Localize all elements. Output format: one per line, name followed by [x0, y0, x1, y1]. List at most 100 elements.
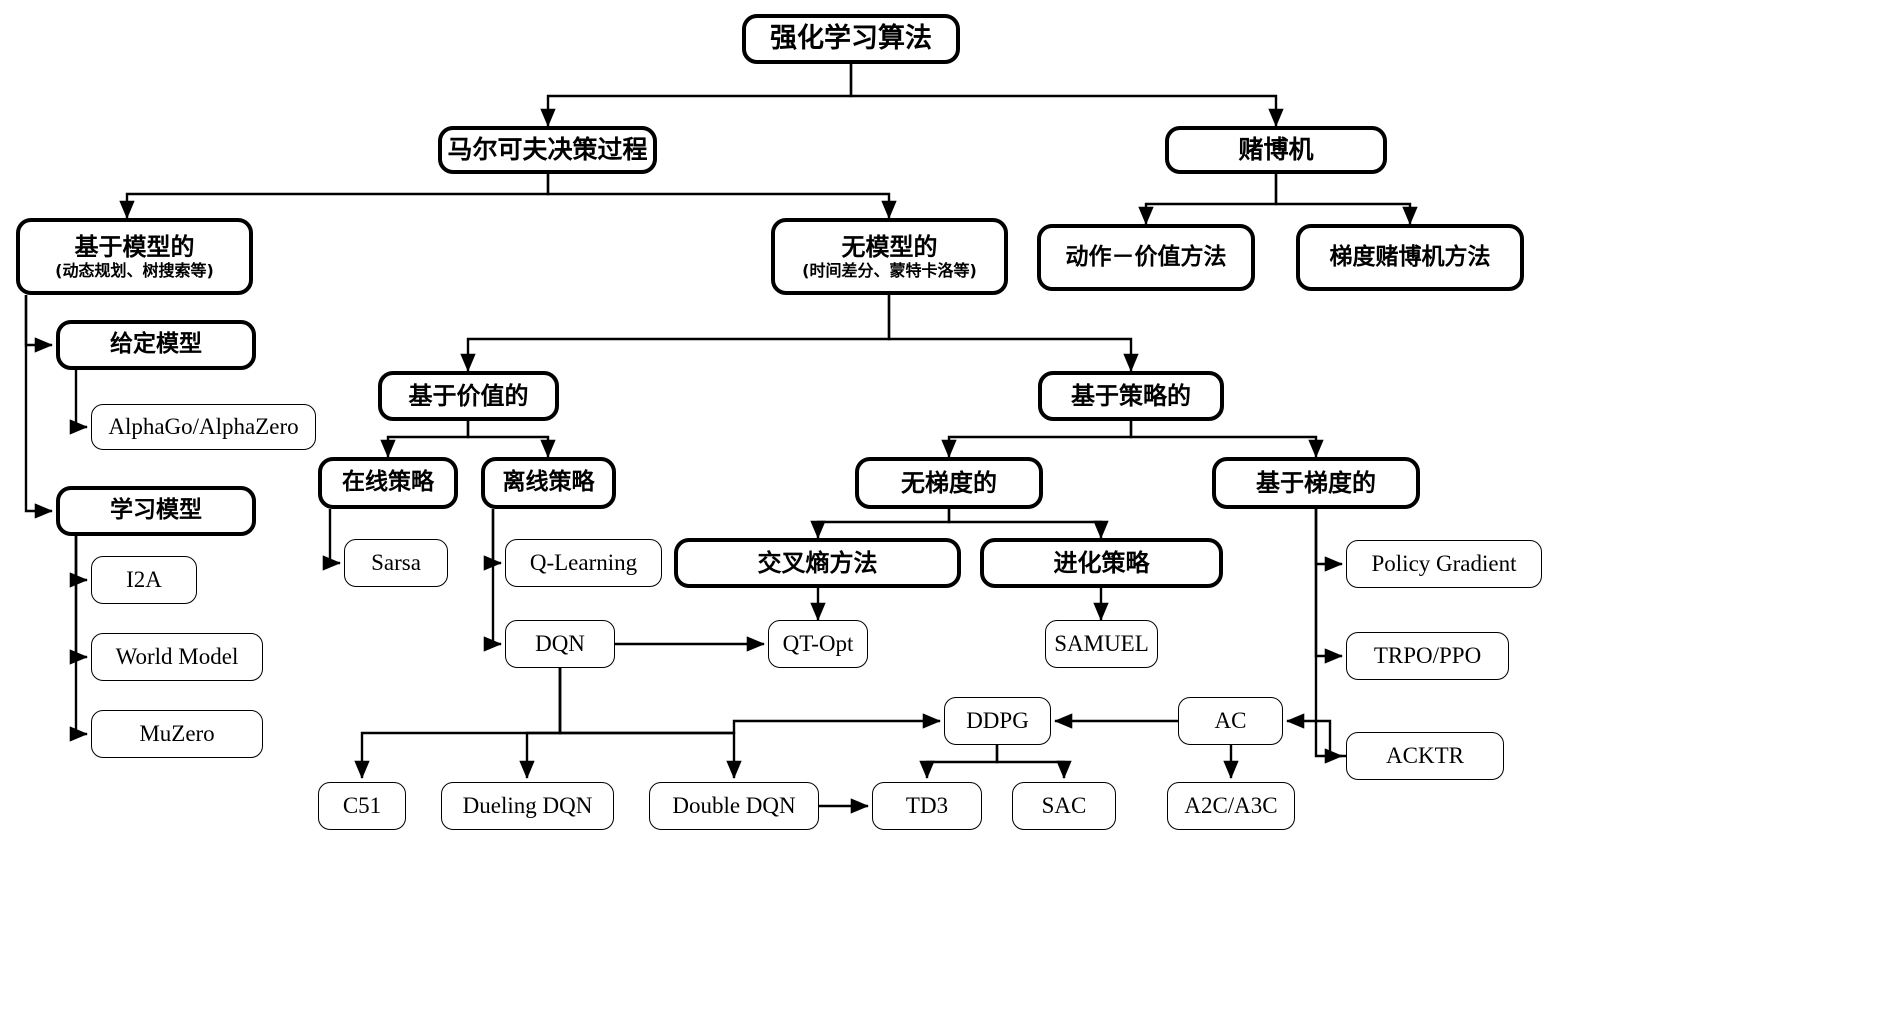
node-label: 马尔可夫决策过程: [447, 135, 648, 165]
node-label: 基于策略的: [1071, 381, 1191, 410]
node-doubledqn[interactable]: Double DQN: [649, 782, 819, 830]
edge-modelbased-to-learnmodel: [24, 295, 53, 519]
node-evolution[interactable]: 进化策略: [980, 538, 1223, 588]
edge-offpolicy-to-dqn: [483, 509, 502, 652]
edge-givenmodel-to-alphago: [69, 370, 88, 435]
node-label: Sarsa: [371, 550, 421, 576]
node-label: 基于价值的: [408, 381, 529, 410]
node-td3[interactable]: TD3: [872, 782, 982, 830]
node-valuebased[interactable]: 基于价值的: [378, 371, 559, 421]
node-label: 进化策略: [1053, 548, 1150, 577]
edge-rl-to-bandit: [849, 64, 1284, 127]
node-label: 赌博机: [1238, 135, 1314, 165]
edge-valuebased-to-onpolicy: [380, 421, 470, 458]
edge-valuebased-to-offpolicy: [466, 421, 556, 458]
node-label: 梯度赌博机方法: [1329, 243, 1491, 270]
node-gradientfree[interactable]: 无梯度的: [855, 457, 1043, 509]
node-a2ca3c[interactable]: A2C/A3C: [1167, 782, 1295, 830]
node-bandit[interactable]: 赌博机: [1165, 126, 1387, 174]
node-ac[interactable]: AC: [1178, 697, 1283, 745]
node-label: Dueling DQN: [462, 793, 593, 819]
edge-offpolicy-to-qlearning: [483, 509, 502, 571]
node-label: I2A: [126, 567, 162, 593]
node-label: Policy Gradient: [1371, 551, 1517, 577]
node-label: SAC: [1041, 793, 1087, 819]
node-crossentropy[interactable]: 交叉熵方法: [674, 538, 961, 588]
node-label: MuZero: [139, 721, 215, 747]
node-offpolicy[interactable]: 离线策略: [481, 457, 616, 509]
edge-policybased-to-gradientbased: [1129, 421, 1324, 458]
node-actionvalue[interactable]: 动作－价值方法: [1037, 224, 1255, 291]
node-alphago[interactable]: AlphaGo/AlphaZero: [91, 404, 316, 450]
node-samuel[interactable]: SAMUEL: [1045, 620, 1158, 668]
node-label: 无梯度的: [901, 468, 997, 497]
edge-modelfree-to-valuebased: [460, 295, 891, 372]
node-label: 基于梯度的: [1256, 468, 1376, 497]
node-mdp[interactable]: 马尔可夫决策过程: [438, 126, 657, 174]
node-rl[interactable]: 强化学习算法: [742, 14, 960, 64]
node-label: 强化学习算法: [770, 23, 932, 55]
node-label: ACKTR: [1386, 743, 1464, 769]
node-modelbased[interactable]: 基于模型的(动态规划、树搜索等): [16, 218, 253, 295]
node-label: C51: [342, 793, 382, 819]
node-qlearning[interactable]: Q-Learning: [505, 539, 662, 587]
node-label: AC: [1214, 708, 1247, 734]
node-label: Q-Learning: [529, 550, 638, 576]
node-duelingdqn[interactable]: Dueling DQN: [441, 782, 614, 830]
edge-ddpg-to-sac: [995, 745, 1072, 779]
node-label: 在线策略: [342, 469, 434, 496]
node-label: TRPO/PPO: [1373, 643, 1482, 669]
node-acktr[interactable]: ACKTR: [1346, 732, 1504, 780]
edge-learnmodel-to-muzero: [69, 536, 88, 742]
node-label: A2C/A3C: [1184, 793, 1278, 819]
node-ddpg[interactable]: DDPG: [944, 697, 1051, 745]
edge-modelfree-to-policybased: [887, 295, 1139, 372]
node-gradbandit[interactable]: 梯度赌博机方法: [1296, 224, 1524, 291]
edge-rl-to-mdp: [540, 64, 853, 127]
edge-modelbased-to-givenmodel: [24, 295, 53, 353]
edge-gradientfree-to-crossentropy: [810, 509, 951, 539]
node-label: 无模型的: [841, 232, 938, 261]
node-label: 学习模型: [110, 497, 202, 524]
node-label: 交叉熵方法: [757, 548, 878, 577]
edge-dqn-to-duelingdqn: [519, 668, 562, 779]
edge-bandit-to-gradbandit: [1274, 174, 1418, 225]
edge-dqn-to-doubledqn: [558, 668, 742, 779]
node-modelfree[interactable]: 无模型的(时间差分、蒙特卡洛等): [771, 218, 1008, 295]
node-gradientbased[interactable]: 基于梯度的: [1212, 457, 1420, 509]
node-label: AlphaGo/AlphaZero: [108, 414, 299, 440]
node-label: QT-Opt: [782, 631, 854, 657]
edge-bandit-to-actionvalue: [1138, 174, 1278, 225]
edge-dqn-to-c51: [354, 668, 562, 779]
edge-learnmodel-to-worldmodel: [69, 536, 88, 665]
edge-learnmodel-to-i2a: [69, 536, 88, 588]
node-trpoppo[interactable]: TRPO/PPO: [1346, 632, 1509, 680]
node-policybased[interactable]: 基于策略的: [1038, 371, 1224, 421]
node-c51[interactable]: C51: [318, 782, 406, 830]
node-label: DQN: [535, 631, 585, 657]
node-givenmodel[interactable]: 给定模型: [56, 320, 256, 370]
node-label: 动作－价值方法: [1065, 243, 1227, 270]
node-sublabel: (时间差分、蒙特卡洛等): [802, 260, 977, 280]
node-sarsa[interactable]: Sarsa: [344, 539, 448, 587]
node-i2a[interactable]: I2A: [91, 556, 197, 604]
edge-gradientbased-to-policygrad: [1314, 509, 1343, 572]
node-label: Double DQN: [672, 793, 796, 819]
node-onpolicy[interactable]: 在线策略: [318, 457, 458, 509]
node-label: TD3: [905, 793, 949, 819]
edge-onpolicy-to-sarsa: [322, 509, 341, 571]
node-learnmodel[interactable]: 学习模型: [56, 486, 256, 536]
node-sac[interactable]: SAC: [1012, 782, 1116, 830]
edge-dqn-to-ddpg: [558, 668, 941, 735]
node-muzero[interactable]: MuZero: [91, 710, 263, 758]
node-policygrad[interactable]: Policy Gradient: [1346, 540, 1542, 588]
node-worldmodel[interactable]: World Model: [91, 633, 263, 681]
node-qtopt[interactable]: QT-Opt: [768, 620, 868, 668]
edge-mdp-to-modelbased: [119, 174, 550, 219]
edge-ddpg-to-td3: [919, 745, 999, 779]
node-label: 基于模型的: [74, 232, 195, 261]
edge-gradientfree-to-evolution: [947, 509, 1109, 539]
node-dqn[interactable]: DQN: [505, 620, 615, 668]
